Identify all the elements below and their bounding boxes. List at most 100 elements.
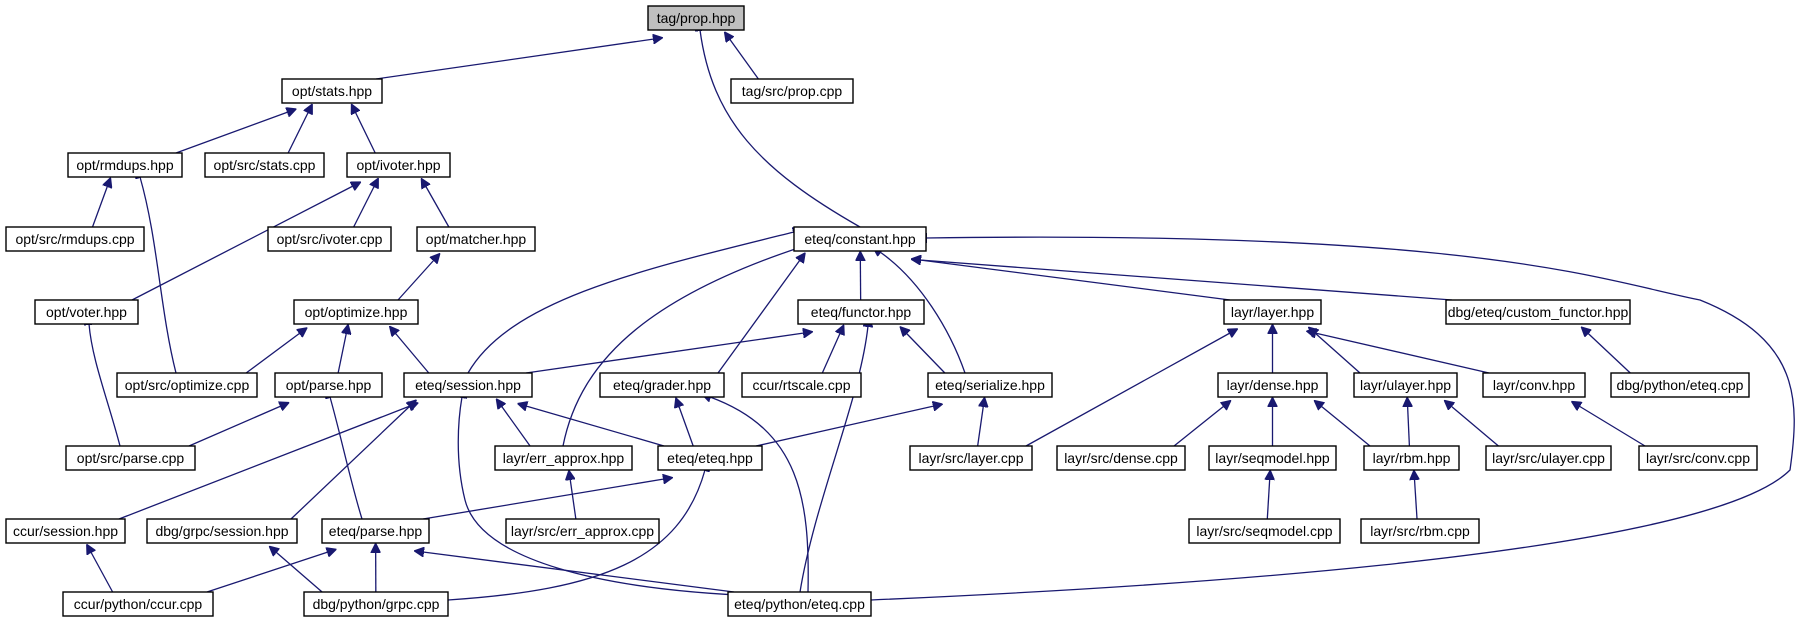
node-box[interactable] (403, 372, 533, 398)
node-box[interactable] (274, 372, 383, 398)
node-box[interactable] (1363, 445, 1460, 471)
node-dbg-python-eteq-cpp[interactable]: dbg/python/eteq.cpp (1610, 372, 1750, 398)
node-box[interactable] (346, 152, 451, 178)
node-opt-matcher-hpp[interactable]: opt/matcher.hpp (416, 226, 536, 252)
node-box[interactable] (793, 226, 927, 252)
node-eteq-parse-hpp[interactable]: eteq/parse.hpp (321, 518, 430, 544)
edge-n41-to-n35 (276, 552, 323, 593)
node-box[interactable] (797, 299, 925, 325)
node-box[interactable] (321, 518, 430, 544)
node-layr-layer-hpp[interactable]: layr/layer.hpp (1223, 299, 1322, 325)
node-box[interactable] (1360, 518, 1480, 544)
node-box[interactable] (1485, 445, 1612, 471)
node-layr-err-approx-hpp[interactable]: layr/err_approx.hpp (494, 445, 633, 471)
node-tag-src-prop-cpp[interactable]: tag/src/prop.cpp (730, 78, 854, 104)
node-opt-parse-hpp[interactable]: opt/parse.hpp (274, 372, 383, 398)
node-layr-seqmodel-hpp[interactable]: layr/seqmodel.hpp (1208, 445, 1337, 471)
node-opt-src-stats-cpp[interactable]: opt/src/stats.cpp (204, 152, 325, 178)
node-opt-src-parse-cpp[interactable]: opt/src/parse.cpp (65, 445, 196, 471)
node-layr-dense-hpp[interactable]: layr/dense.hpp (1217, 372, 1328, 398)
node-box[interactable] (1056, 445, 1186, 471)
node-box[interactable] (1188, 518, 1341, 544)
edge-n42-to-n9 (870, 237, 1795, 601)
node-box[interactable] (1482, 372, 1586, 398)
node-box[interactable] (1208, 445, 1337, 471)
node-box[interactable] (281, 78, 383, 104)
node-eteq-grader-hpp[interactable]: eteq/grader.hpp (599, 372, 725, 398)
node-box[interactable] (146, 518, 298, 544)
node-box[interactable] (34, 299, 139, 325)
node-eteq-functor-hpp[interactable]: eteq/functor.hpp (797, 299, 925, 325)
node-ccur-session-hpp[interactable]: ccur/session.hpp (5, 518, 126, 544)
node-layr-conv-hpp[interactable]: layr/conv.hpp (1482, 372, 1586, 398)
node-box[interactable] (204, 152, 325, 178)
node-opt-src-ivoter-cpp[interactable]: opt/src/ivoter.cpp (267, 226, 392, 252)
node-box[interactable] (116, 372, 258, 398)
node-opt-src-optimize-cpp[interactable]: opt/src/optimize.cpp (116, 372, 258, 398)
node-tag-prop-hpp[interactable]: tag/prop.hpp (647, 5, 745, 31)
node-eteq-serialize-hpp[interactable]: eteq/serialize.hpp (927, 372, 1053, 398)
node-ccur-python-ccur-cpp[interactable]: ccur/python/ccur.cpp (62, 591, 214, 617)
node-box[interactable] (657, 445, 763, 471)
node-box[interactable] (909, 445, 1033, 471)
node-opt-stats-hpp[interactable]: opt/stats.hpp (281, 78, 383, 104)
node-opt-ivoter-hpp[interactable]: opt/ivoter.hpp (346, 152, 451, 178)
node-layr-src-dense-cpp[interactable]: layr/src/dense.cpp (1056, 445, 1186, 471)
node-box[interactable] (1610, 372, 1750, 398)
node-label: layr/src/rbm.cpp (1370, 523, 1470, 539)
edge-n26-to-n9 (562, 235, 840, 447)
node-box[interactable] (67, 152, 183, 178)
node-layr-src-ulayer-cpp[interactable]: layr/src/ulayer.cpp (1485, 445, 1612, 471)
node-label: opt/src/optimize.cpp (125, 377, 250, 393)
node-eteq-eteq-hpp[interactable]: eteq/eteq.hpp (657, 445, 763, 471)
node-eteq-python-eteq-cpp[interactable]: eteq/python/eteq.cpp (727, 591, 872, 617)
node-box[interactable] (741, 372, 862, 398)
node-box[interactable] (1217, 372, 1328, 398)
node-box[interactable] (727, 591, 872, 617)
node-eteq-session-hpp[interactable]: eteq/session.hpp (403, 372, 533, 398)
node-box[interactable] (1353, 372, 1458, 398)
edge-n9-to-n0 (700, 30, 861, 228)
node-layr-ulayer-hpp[interactable]: layr/ulayer.hpp (1353, 372, 1458, 398)
node-opt-src-rmdups-cpp[interactable]: opt/src/rmdups.cpp (5, 226, 145, 252)
edge-n13-to-n9 (920, 260, 1231, 301)
node-layr-src-rbm-cpp[interactable]: layr/src/rbm.cpp (1360, 518, 1480, 544)
node-box[interactable] (416, 226, 536, 252)
node-opt-voter-hpp[interactable]: opt/voter.hpp (34, 299, 139, 325)
node-box[interactable] (303, 591, 449, 617)
node-dbg-eteq-custom-functor-hpp[interactable]: dbg/eteq/custom_functor.hpp (1445, 299, 1631, 325)
node-box[interactable] (65, 445, 196, 471)
node-box[interactable] (730, 78, 854, 104)
edge-n20-to-n9 (880, 252, 966, 374)
node-layr-src-err-approx-cpp[interactable]: layr/src/err_approx.cpp (505, 518, 660, 544)
node-box[interactable] (1638, 445, 1758, 471)
node-label: opt/src/parse.cpp (77, 450, 185, 466)
node-dbg-grpc-session-hpp[interactable]: dbg/grpc/session.hpp (146, 518, 298, 544)
node-ccur-rtscale-cpp[interactable]: ccur/rtscale.cpp (741, 372, 862, 398)
edge-n42-to-n12 (799, 326, 868, 593)
edge-n27-to-n17 (526, 406, 665, 447)
node-box[interactable] (494, 445, 633, 471)
node-layr-rbm-hpp[interactable]: layr/rbm.hpp (1363, 445, 1460, 471)
node-box[interactable] (5, 226, 145, 252)
node-label: layr/src/err_approx.cpp (511, 523, 654, 539)
node-layr-src-layer-cpp[interactable]: layr/src/layer.cpp (909, 445, 1033, 471)
node-eteq-constant-hpp[interactable]: eteq/constant.hpp (793, 226, 927, 252)
node-label: eteq/python/eteq.cpp (734, 596, 865, 612)
node-opt-optimize-hpp[interactable]: opt/optimize.hpp (293, 299, 419, 325)
node-box[interactable] (5, 518, 126, 544)
edge-layer (89, 30, 1795, 601)
node-layr-src-seqmodel-cpp[interactable]: layr/src/seqmodel.cpp (1188, 518, 1341, 544)
node-box[interactable] (647, 5, 745, 31)
node-dbg-python-grpc-cpp[interactable]: dbg/python/grpc.cpp (303, 591, 449, 617)
node-box[interactable] (1223, 299, 1322, 325)
node-layr-src-conv-cpp[interactable]: layr/src/conv.cpp (1638, 445, 1758, 471)
node-box[interactable] (505, 518, 660, 544)
node-box[interactable] (599, 372, 725, 398)
node-box[interactable] (927, 372, 1053, 398)
node-box[interactable] (62, 591, 214, 617)
node-opt-rmdups-hpp[interactable]: opt/rmdups.hpp (67, 152, 183, 178)
node-box[interactable] (1445, 299, 1631, 325)
node-box[interactable] (293, 299, 419, 325)
node-box[interactable] (267, 226, 392, 252)
